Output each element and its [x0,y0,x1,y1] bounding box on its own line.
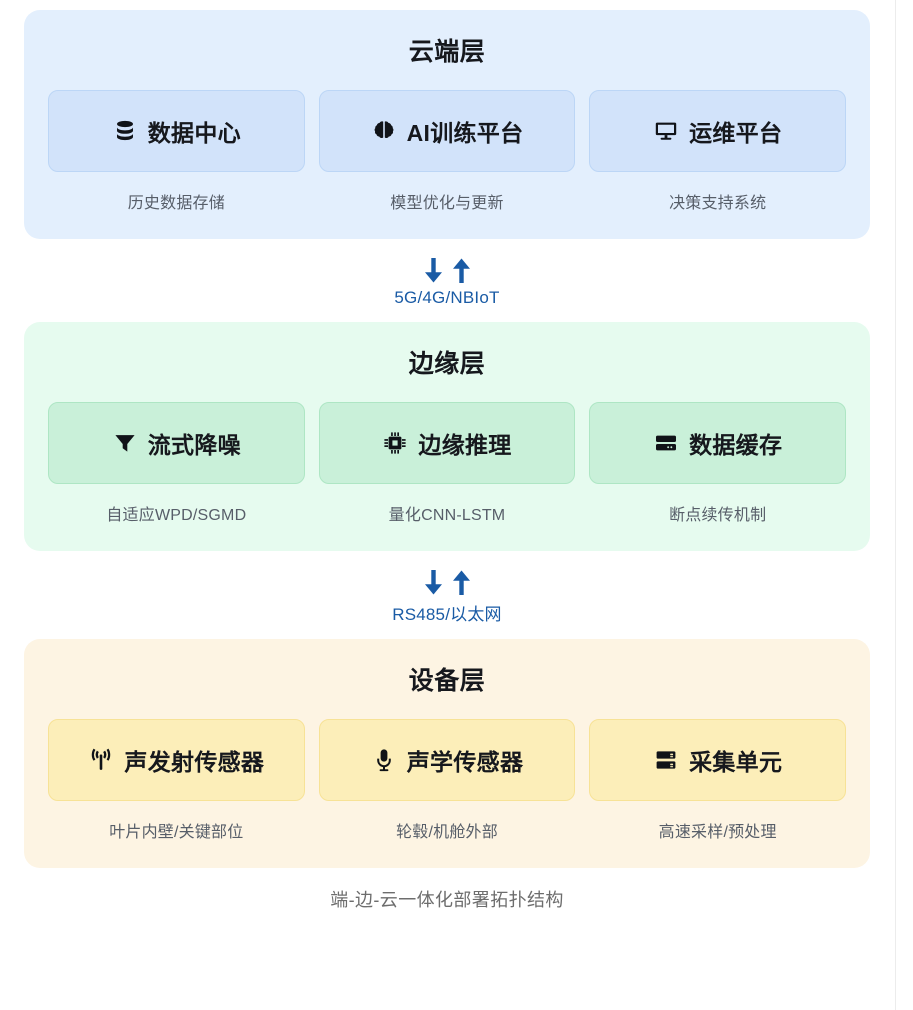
card-column-ops-platform: 运维平台 决策支持系统 [589,90,847,213]
microchip-icon [382,430,408,456]
card-ai-platform[interactable]: AI训练平台 [318,90,576,172]
microphone-icon [371,747,397,773]
card-ai-platform-label: AI训练平台 [406,120,524,146]
card-acquisition-unit-sub: 高速采样/预处理 [658,824,777,841]
card-column-ae-sensor: 声发射传感器 叶片内壁/关键部位 [48,719,305,842]
card-data-center-label: 数据中心 [147,120,241,146]
connector-cloud-edge-arrows [424,258,471,283]
layer-cloud-title: 云端层 [408,38,486,66]
card-edge-inference[interactable]: 边缘推理 [318,402,576,484]
desktop-icon [653,118,679,144]
card-acoustic-sensor-sub: 轮毂/机舱外部 [396,824,498,841]
connector-edge-device-label: RS485/以太网 [392,605,502,624]
card-stream-denoise[interactable]: 流式降噪 [48,402,305,484]
layer-device-title: 设备层 [408,667,486,695]
broadcast-tower-icon [88,747,114,773]
card-data-cache[interactable]: 数据缓存 [589,402,847,484]
card-column-acoustic-sensor: 声学传感器 轮毂/机舱外部 [318,719,576,842]
card-edge-inference-label: 边缘推理 [418,432,512,458]
card-data-cache-label: 数据缓存 [689,432,783,458]
brain-icon [371,118,397,144]
layer-cloud-cards: 数据中心 历史数据存储 AI训练平台 模型优化与更新 [48,90,847,213]
database-icon [112,118,138,144]
card-stream-denoise-sub: 自适应WPD/SGMD [106,507,247,524]
card-ai-platform-sub: 模型优化与更新 [390,195,504,212]
card-data-cache-sub: 断点续传机制 [669,507,767,524]
layer-device-cards: 声发射传感器 叶片内壁/关键部位 [48,719,847,842]
diagram-caption: 端-边-云一体化部署拓扑结构 [330,890,564,910]
connector-edge-device-arrows [424,570,471,595]
card-edge-inference-sub: 量化CNN-LSTM [388,507,506,524]
card-ops-platform[interactable]: 运维平台 [589,90,847,172]
up-arrow-icon [452,258,471,283]
page-divider [895,0,896,1010]
topology-diagram: 云端层 数据中心 历史数据存储 [24,10,870,910]
rack-server-icon [653,747,679,773]
layer-edge-cards: 流式降噪 自适应WPD/SGMD [48,402,847,525]
card-acoustic-sensor[interactable]: 声学传感器 [318,719,576,801]
connector-cloud-edge-label: 5G/4G/NBIoT [394,288,500,307]
card-data-center[interactable]: 数据中心 [48,90,305,172]
card-ae-sensor-sub: 叶片内壁/关键部位 [109,824,244,841]
card-acquisition-unit[interactable]: 采集单元 [589,719,847,801]
card-column-ai-platform: AI训练平台 模型优化与更新 [318,90,576,213]
layer-device: 设备层 声发射传感器 [24,639,870,868]
filter-icon [112,430,138,456]
card-ae-sensor-label: 声发射传感器 [124,749,265,775]
card-ops-platform-sub: 决策支持系统 [669,195,767,212]
card-data-center-sub: 历史数据存储 [127,195,225,212]
layer-edge: 边缘层 流式降噪 自适应WPD/SGMD [24,322,870,551]
down-arrow-icon [424,570,443,595]
card-stream-denoise-label: 流式降噪 [147,432,241,458]
card-ae-sensor[interactable]: 声发射传感器 [48,719,305,801]
up-arrow-icon [452,570,471,595]
server-icon [653,430,679,456]
card-column-acquisition-unit: 采集单元 高速采样/预处理 [589,719,847,842]
card-column-data-center: 数据中心 历史数据存储 [48,90,305,213]
card-column-data-cache: 数据缓存 断点续传机制 [589,402,847,525]
layer-edge-title: 边缘层 [408,350,486,378]
connector-edge-device: RS485/以太网 [24,551,870,639]
card-column-stream-denoise: 流式降噪 自适应WPD/SGMD [48,402,305,525]
card-ops-platform-label: 运维平台 [689,120,783,146]
connector-cloud-edge: 5G/4G/NBIoT [24,239,870,322]
card-acoustic-sensor-label: 声学传感器 [406,749,524,775]
card-acquisition-unit-label: 采集单元 [689,749,783,775]
down-arrow-icon [424,258,443,283]
layer-cloud: 云端层 数据中心 历史数据存储 [24,10,870,239]
card-column-edge-inference: 边缘推理 量化CNN-LSTM [318,402,576,525]
